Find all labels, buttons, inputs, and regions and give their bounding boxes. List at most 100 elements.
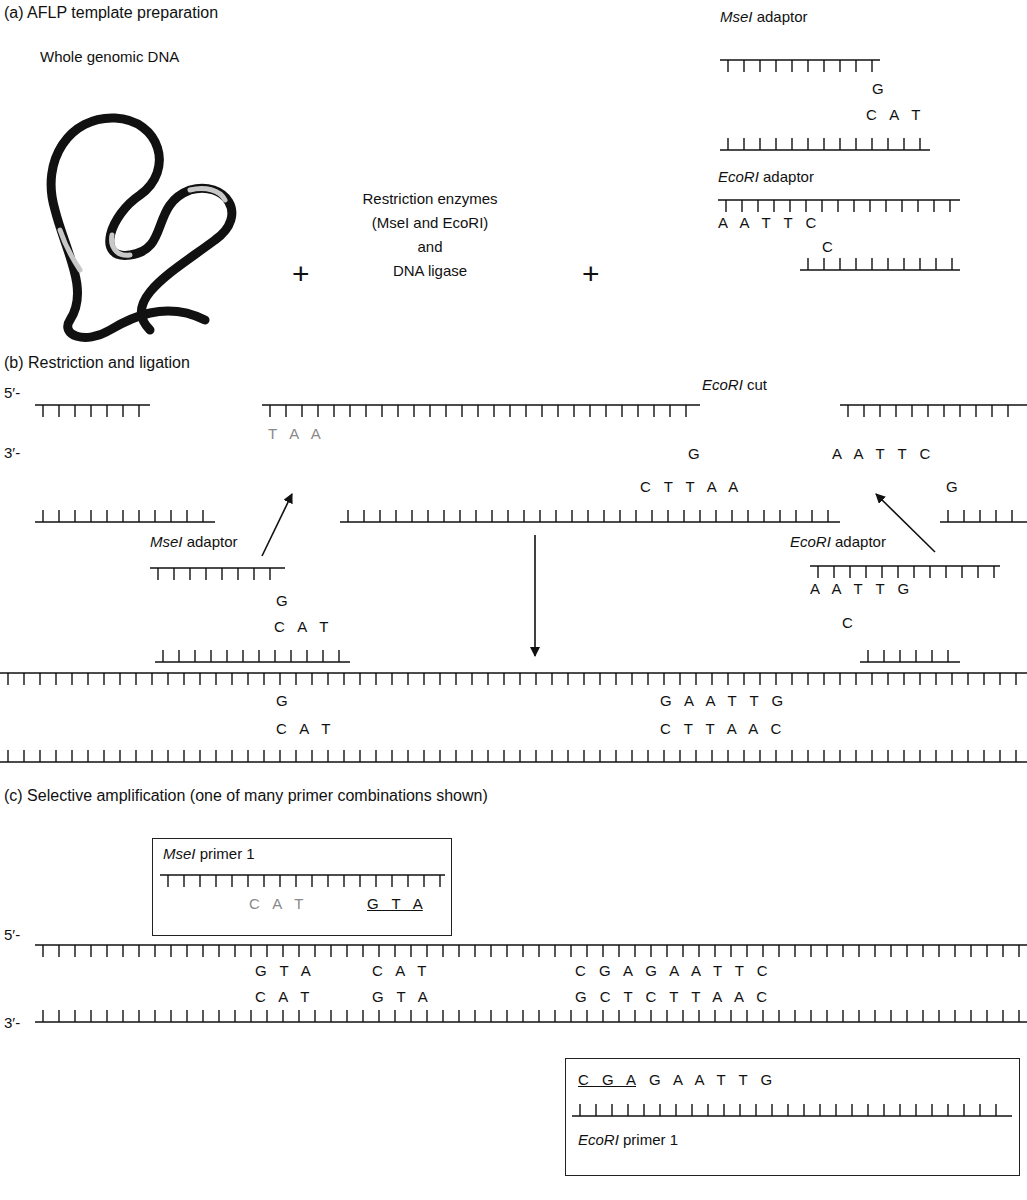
base-tick: [106, 510, 107, 522]
base-tick: [755, 1104, 756, 1116]
base-tick: [570, 1010, 571, 1022]
base-tick: [122, 945, 123, 957]
base-tick: [349, 405, 350, 417]
base-tick: [938, 945, 939, 957]
base-tick: [359, 875, 360, 887]
base-tick: [669, 405, 670, 417]
base-letters: C A T: [255, 988, 309, 1006]
base-tick: [423, 875, 424, 887]
base-tick: [535, 673, 536, 685]
base-tick: [903, 750, 904, 762]
base-tick: [637, 405, 638, 417]
base-tick: [71, 673, 72, 685]
base-tick: [247, 875, 248, 887]
base-tick: [461, 405, 462, 417]
base-tick: [954, 1010, 955, 1022]
base-tick: [647, 673, 648, 685]
base-tick: [883, 650, 884, 662]
base-tick: [199, 875, 200, 887]
base-tick: [855, 750, 856, 762]
base-tick: [659, 1104, 660, 1116]
base-tick: [221, 568, 222, 580]
base-tick: [1018, 1010, 1019, 1022]
result-arrow: [534, 535, 536, 656]
base-tick: [807, 258, 808, 270]
base-tick: [791, 673, 792, 685]
base-tick: [901, 200, 902, 212]
strand-end-label: 3′-: [4, 444, 20, 462]
base-tick: [554, 1010, 555, 1022]
adaptor-label: MseI adaptor: [150, 533, 238, 551]
base-tick: [186, 510, 187, 522]
base-tick: [927, 405, 928, 417]
base-tick: [970, 1010, 971, 1022]
base-tick: [935, 258, 936, 270]
base-tick: [922, 1010, 923, 1022]
base-tick: [1002, 1010, 1003, 1022]
base-tick: [231, 673, 232, 685]
base-tick: [675, 1104, 676, 1116]
base-tick: [906, 1010, 907, 1022]
base-tick: [327, 673, 328, 685]
base-letters: G: [276, 592, 288, 610]
base-tick: [707, 1104, 708, 1116]
base-tick: [199, 673, 200, 685]
base-tick: [789, 200, 790, 212]
base-tick: [874, 1010, 875, 1022]
base-tick: [186, 945, 187, 957]
base-tick: [967, 750, 968, 762]
base-tick: [1015, 673, 1016, 685]
base-tick: [618, 1010, 619, 1022]
base-tick: [474, 945, 475, 957]
base-tick: [253, 568, 254, 580]
dna-strand: [810, 566, 1000, 578]
base-letters: C: [822, 238, 833, 256]
base-tick: [58, 510, 59, 522]
base-tick: [731, 510, 732, 522]
base-tick: [571, 510, 572, 522]
base-tick: [429, 405, 430, 417]
base-tick: [583, 750, 584, 762]
base-tick: [922, 945, 923, 957]
base-tick: [178, 650, 179, 662]
base-tick: [865, 566, 866, 578]
base-tick: [931, 1104, 932, 1116]
base-tick: [375, 875, 376, 887]
base-tick: [154, 510, 155, 522]
base-tick: [778, 945, 779, 957]
base-tick: [663, 673, 664, 685]
base-letters: G C T C T T A A C: [575, 988, 767, 1006]
base-tick: [967, 673, 968, 685]
base-tick: [183, 875, 184, 887]
base-tick: [407, 750, 408, 762]
base-tick: [359, 673, 360, 685]
strand-backbone: [940, 521, 1027, 523]
base-tick: [903, 258, 904, 270]
base-tick: [929, 566, 930, 578]
base-tick: [138, 945, 139, 957]
base-tick: [474, 1010, 475, 1022]
base-tick: [263, 750, 264, 762]
dna-strand: [35, 945, 1027, 957]
base-tick: [359, 750, 360, 762]
base-letters: C A T: [274, 618, 328, 636]
base-tick: [727, 750, 728, 762]
base-tick: [343, 875, 344, 887]
base-tick: [173, 568, 174, 580]
base-tick: [410, 1010, 411, 1022]
base-tick: [714, 945, 715, 957]
base-tick: [522, 945, 523, 957]
base-tick: [439, 875, 440, 887]
base-tick: [215, 750, 216, 762]
base-tick: [951, 673, 952, 685]
base-tick: [183, 673, 184, 685]
base-tick: [903, 673, 904, 685]
base-tick: [263, 673, 264, 685]
base-tick: [839, 750, 840, 762]
base-tick: [947, 510, 948, 522]
base-tick: [595, 1104, 596, 1116]
base-tick: [269, 568, 270, 580]
base-tick: [551, 673, 552, 685]
panel-heading: (a) AFLP template preparation: [4, 4, 218, 22]
base-tick: [327, 750, 328, 762]
